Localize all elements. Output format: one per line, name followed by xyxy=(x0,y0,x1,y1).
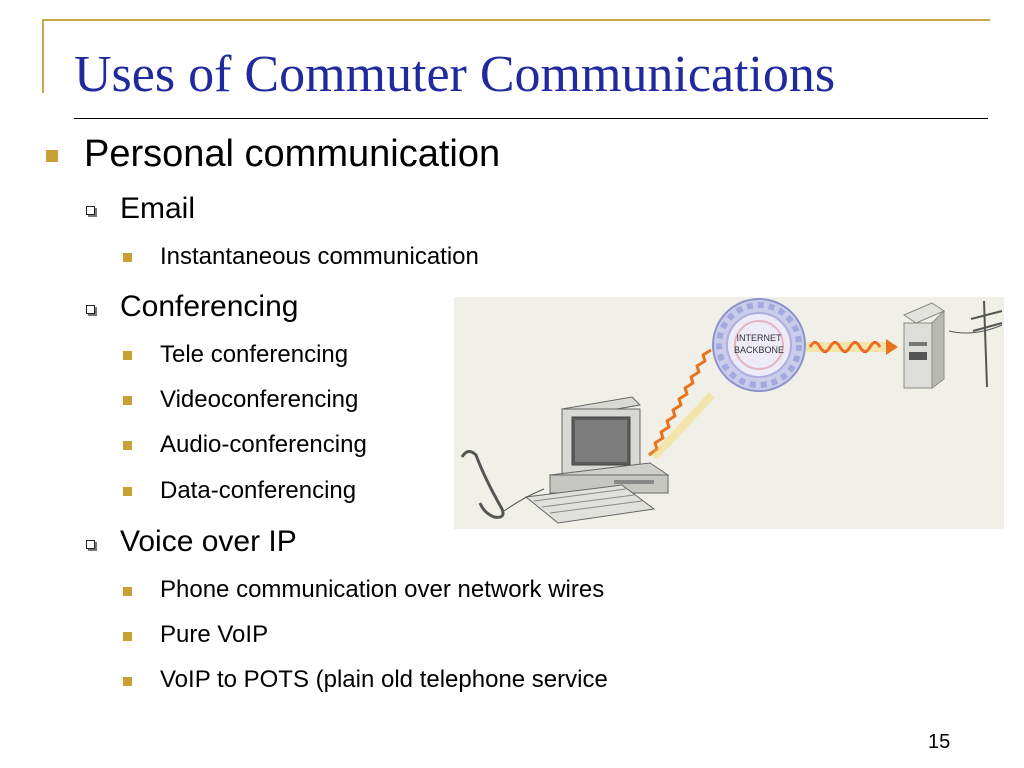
slide-title: Uses of Commuter Communications xyxy=(74,46,836,103)
bullet-conferencing: Conferencing xyxy=(120,290,299,323)
bullet-videoconferencing: Videoconferencing xyxy=(160,386,359,413)
network-illustration: INTERNET BACKBONE xyxy=(454,297,1004,529)
bullet-square-icon xyxy=(123,587,132,596)
bullet-instantaneous-communication: Instantaneous communication xyxy=(160,243,479,270)
internet-backbone-icon: INTERNET BACKBONE xyxy=(712,298,806,392)
bullet-square-icon xyxy=(123,441,132,450)
bullet-pure-voip: Pure VoIP xyxy=(160,621,269,648)
network-diagram-svg: INTERNET BACKBONE xyxy=(460,298,1003,524)
bullet-tele-conferencing: Tele conferencing xyxy=(160,341,349,368)
bullet-phone-communication: Phone communication over network wires xyxy=(160,576,605,603)
bullet-hollow-square-icon xyxy=(86,206,95,215)
bullet-personal-communication: Personal communication xyxy=(84,133,501,175)
bullet-square-icon xyxy=(46,150,58,162)
page-number: 15 xyxy=(928,731,951,753)
title-underline xyxy=(74,118,988,119)
bullet-voice-over-ip: Voice over IP xyxy=(120,525,297,558)
bullet-data-conferencing: Data-conferencing xyxy=(160,477,357,504)
backbone-label-line2: BACKBONE xyxy=(734,345,784,355)
bullet-square-icon xyxy=(123,632,132,641)
bullet-audio-conferencing: Audio-conferencing xyxy=(160,431,367,458)
bullet-square-icon xyxy=(123,487,132,496)
utility-pole-icon xyxy=(948,300,1003,388)
frame-top-line xyxy=(42,19,990,21)
backbone-label-line1: INTERNET xyxy=(737,333,783,343)
handset-icon xyxy=(460,450,545,519)
server-icon xyxy=(902,302,946,389)
bullet-square-icon xyxy=(123,396,132,405)
bullet-hollow-square-icon xyxy=(86,305,95,314)
signal-wave-icon xyxy=(648,348,712,457)
bullet-square-icon xyxy=(123,677,132,686)
bullet-square-icon xyxy=(123,253,132,262)
bullet-square-icon xyxy=(123,351,132,360)
computer-icon xyxy=(524,396,670,524)
frame-left-line xyxy=(42,19,44,93)
bullet-voip-to-pots: VoIP to POTS (plain old telephone servic… xyxy=(160,666,608,693)
bullet-email: Email xyxy=(120,192,196,225)
signal-wave-icon xyxy=(808,341,882,353)
bullet-hollow-square-icon xyxy=(86,540,95,549)
